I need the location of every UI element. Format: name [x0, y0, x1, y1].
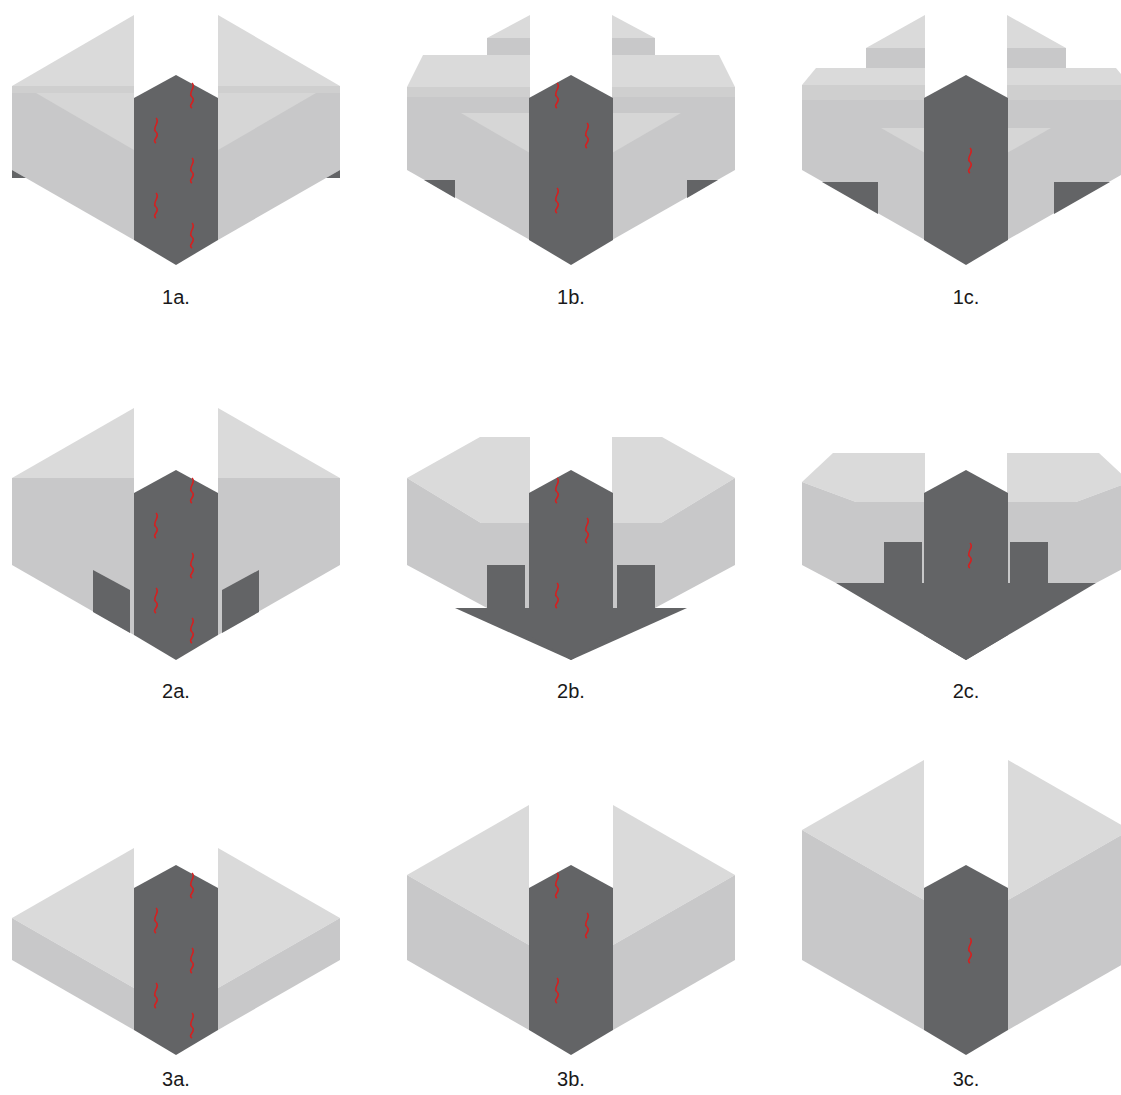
wall-block [218, 408, 340, 635]
dark-column [924, 470, 1008, 660]
panel-label: 3c. [953, 1067, 980, 1091]
wall-block [1008, 760, 1121, 1030]
crack-mark [155, 588, 158, 613]
panel-3a [12, 848, 340, 1055]
panel-2b [407, 437, 735, 660]
crack-mark [155, 513, 158, 538]
crack-mark [191, 83, 194, 108]
wall-block [1007, 453, 1121, 583]
crack-mark [556, 978, 559, 1003]
crack-mark [586, 123, 589, 148]
crack-mark [191, 553, 194, 578]
wall-block [12, 408, 134, 635]
panel-1a [12, 15, 340, 265]
crack-mark [556, 583, 559, 608]
wall-block [218, 848, 340, 1030]
wall-block [407, 805, 529, 1030]
wall-block [612, 15, 735, 240]
crack-mark [556, 83, 559, 108]
panel-label: 1c. [953, 285, 980, 309]
crack-mark [155, 908, 158, 933]
crack-mark [969, 938, 972, 963]
dark-column [134, 470, 218, 660]
panel-2a [12, 408, 340, 660]
wall-block [802, 760, 924, 1030]
panel-label: 3a. [162, 1067, 190, 1091]
panel-3b [407, 805, 735, 1055]
crack-mark [191, 618, 194, 643]
crack-mark [969, 148, 972, 173]
crack-mark [556, 188, 559, 213]
panel-label: 2a. [162, 679, 190, 703]
dark-column [529, 865, 613, 1055]
panel-label: 3b. [557, 1067, 585, 1091]
crack-mark [191, 158, 194, 183]
crack-mark [191, 873, 194, 898]
panel-label: 2c. [953, 679, 980, 703]
panel-1c [802, 15, 1121, 265]
wall-block [218, 15, 340, 240]
wall-block [12, 848, 134, 1030]
crack-mark [969, 543, 972, 568]
panel-label: 1a. [162, 285, 190, 309]
dark-column [924, 75, 1008, 265]
crack-mark [191, 948, 194, 973]
panel-2c [802, 453, 1121, 660]
panel-1b [407, 15, 735, 265]
dark-column [529, 75, 613, 265]
dark-column [134, 75, 218, 265]
wall-block [407, 437, 530, 608]
panel-label: 2b. [557, 679, 585, 703]
crack-mark [191, 1013, 194, 1038]
wall-block [1007, 15, 1121, 240]
wall-block [613, 805, 735, 1030]
panel-label: 1b. [557, 285, 585, 309]
crack-mark [556, 873, 559, 898]
crack-mark [191, 478, 194, 503]
panel-3c [802, 760, 1121, 1055]
crack-mark [586, 913, 589, 938]
dark-column [134, 865, 218, 1055]
crack-mark [155, 983, 158, 1008]
crack-mark [586, 518, 589, 543]
crack-mark [191, 223, 194, 248]
dark-column [529, 470, 613, 660]
wall-block [407, 15, 530, 240]
wall-block [612, 437, 735, 608]
crack-mark [155, 193, 158, 218]
wall-block [12, 15, 134, 240]
wall-block [802, 15, 925, 240]
crack-mark [556, 478, 559, 503]
crack-mark [155, 118, 158, 143]
dark-column [924, 865, 1008, 1055]
wall-block [802, 453, 925, 583]
